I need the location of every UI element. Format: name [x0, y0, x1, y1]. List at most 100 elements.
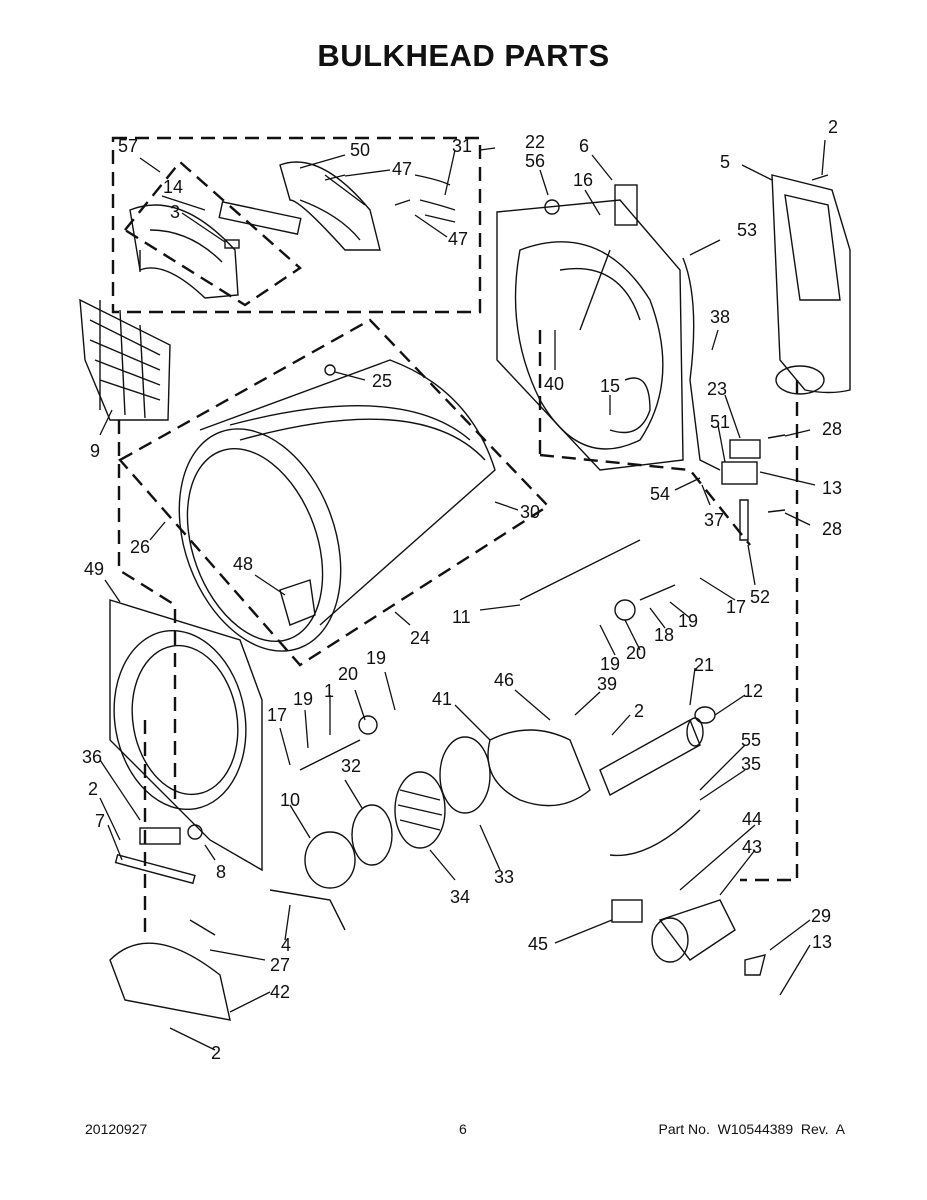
callout-49: 49: [84, 559, 104, 579]
callout-29: 29: [811, 906, 831, 926]
part-50-handle: [279, 161, 381, 251]
callout-20b: 20: [338, 664, 358, 684]
group-line-left: [117, 420, 177, 800]
part-45-mount: [611, 899, 643, 923]
callout-56: 56: [525, 151, 545, 171]
callout-30: 30: [520, 502, 540, 522]
part-9-lint-screen: [79, 298, 171, 421]
callout-19d: 19: [293, 689, 313, 709]
callout-35: 35: [741, 754, 761, 774]
callout-46: 46: [494, 670, 514, 690]
callout-37: 37: [704, 510, 724, 530]
callout-34: 34: [450, 887, 470, 907]
callout-27: 27: [270, 955, 290, 975]
part-7-bar: [114, 853, 196, 885]
footer-page-number: 6: [459, 1121, 467, 1137]
callout-10: 10: [280, 790, 300, 810]
group-box-door-handle: [111, 136, 482, 314]
part-29-plate: [744, 954, 766, 976]
callout-57: 57: [118, 136, 138, 156]
part-10-belt: [304, 831, 356, 889]
part-56-bolt: [544, 199, 560, 215]
callout-25: 25: [372, 371, 392, 391]
callout-32: 32: [341, 756, 361, 776]
group-box-filter: [123, 160, 302, 307]
callout-19c: 19: [366, 648, 386, 668]
part-34-blower-wheel: [394, 771, 446, 849]
callout-36: 36: [82, 747, 102, 767]
callout-19b: 19: [600, 654, 620, 674]
callout-44: 44: [742, 809, 762, 829]
callout-8: 8: [216, 862, 226, 882]
callout-48: 48: [233, 554, 253, 574]
part-6-bracket: [614, 184, 638, 226]
part-43-motor: [651, 899, 736, 963]
part-3-clip: [224, 239, 240, 249]
footer-part-number: Part No. W10544389 Rev. A: [658, 1121, 845, 1137]
part-24-drum: [178, 359, 496, 652]
dashed-group-outlines: [111, 136, 799, 940]
part-21-heater: [599, 717, 704, 796]
part-35-wire: [609, 809, 701, 857]
callout-22: 22: [525, 132, 545, 152]
part-15-hose: [609, 377, 651, 434]
part-number-labels: 57 50 47 31 14 3 47 22 56 6 16 2 5 53 38…: [82, 117, 842, 1063]
callout-11: 11: [452, 607, 471, 627]
callout-7: 7: [95, 811, 105, 831]
part-36-bracket: [139, 827, 181, 845]
part-2-screw-top: [811, 174, 829, 181]
part-48-baffle: [279, 579, 316, 626]
callout-47: 47: [392, 159, 412, 179]
callout-43: 43: [742, 837, 762, 857]
callout-5: 5: [720, 152, 730, 172]
footer-date: 20120927: [85, 1121, 148, 1137]
part-1-shaft: [299, 739, 361, 771]
part-4-harness: [269, 889, 346, 931]
part-47-screw-a: [324, 174, 346, 181]
part-28-screws: [767, 434, 786, 513]
callout-2: 2: [828, 117, 838, 137]
part-57-filter-housing: [129, 204, 239, 299]
part-20-pulley: [358, 715, 378, 735]
callout-28b: 28: [822, 519, 842, 539]
callout-41: 41: [432, 689, 452, 709]
callout-6: 6: [579, 136, 589, 156]
callout-51: 51: [710, 412, 730, 432]
callout-42: 42: [270, 982, 290, 1002]
callout-2d: 2: [211, 1043, 221, 1063]
part-23-block: [729, 439, 761, 459]
callout-31: 31: [452, 136, 472, 156]
part-33-seal: [439, 736, 491, 814]
part-20-pulley-b: [614, 599, 636, 621]
callout-18: 18: [654, 625, 674, 645]
part-53-wire: [682, 257, 721, 471]
part-52-bracket: [739, 499, 749, 541]
callout-47b: 47: [448, 229, 468, 249]
part-51-valve: [721, 461, 758, 485]
page-title: BULKHEAD PARTS: [317, 38, 610, 73]
callout-19: 19: [678, 611, 698, 631]
part-41-blower-housing: [487, 729, 591, 807]
callout-9: 9: [90, 441, 100, 461]
part-8-nut: [187, 824, 203, 840]
callout-28: 28: [822, 419, 842, 439]
callout-50: 50: [350, 140, 370, 160]
callout-12: 12: [743, 681, 763, 701]
callout-3: 3: [170, 202, 180, 222]
part-49-front-bulkhead: [109, 599, 263, 872]
callout-38: 38: [710, 307, 730, 327]
callout-20: 20: [626, 643, 646, 663]
part-16-rear-bulkhead: [496, 199, 684, 471]
callout-14: 14: [163, 177, 183, 197]
group-box-drum: [118, 318, 550, 667]
callout-52: 52: [750, 587, 770, 607]
callout-13b: 13: [812, 932, 832, 952]
callout-15: 15: [600, 376, 620, 396]
part-18-shaft: [639, 584, 676, 601]
part-14-strip: [218, 201, 302, 235]
part-47-screw-b: [394, 199, 411, 206]
part-27-clip: [189, 919, 216, 936]
callout-13: 13: [822, 478, 842, 498]
leader-lines: [99, 139, 826, 1051]
callout-45: 45: [528, 934, 548, 954]
